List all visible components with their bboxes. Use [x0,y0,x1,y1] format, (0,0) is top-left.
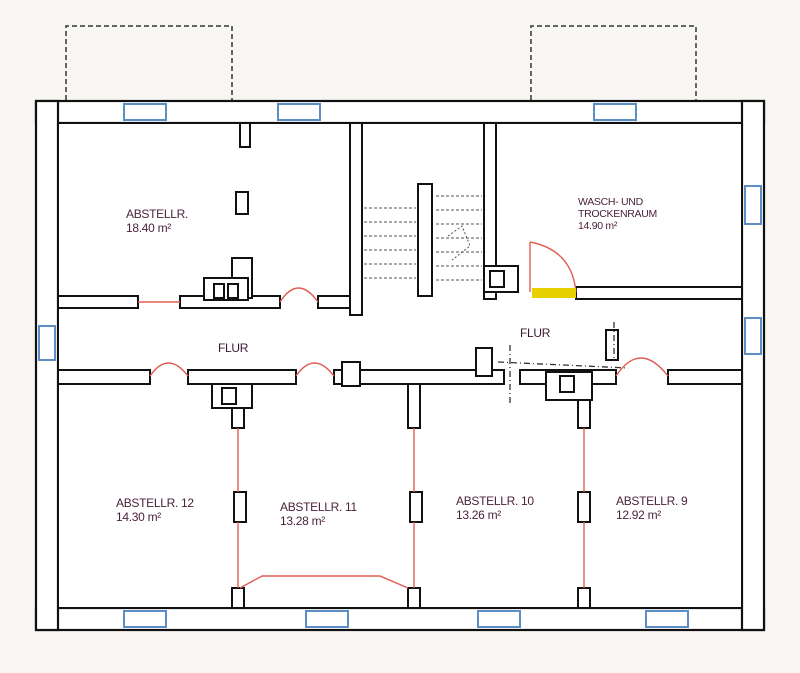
room-name: ABSTELLR. 10 [456,494,534,508]
windows [38,103,762,628]
room-storage-top-left: ABSTELLR. 18.40 m² [126,207,188,235]
room-area: 14.30 m² [116,510,161,524]
room-storage-12: ABSTELLR. 12 14.30 m² [116,496,194,524]
room-name-line1: WASCH- UND [578,196,643,208]
room-name: ABSTELLR. 9 [616,494,688,508]
room-storage-11: ABSTELLR. 11 13.28 m² [280,500,357,528]
room-name-line2: TROCKENRAUM [578,208,657,220]
room-area: 13.28 m² [280,514,325,528]
room-storage-10: ABSTELLR. 10 13.26 m² [456,494,534,522]
room-name: ABSTELLR. 12 [116,496,194,510]
room-area: 18.40 m² [126,221,171,235]
corridor-left-label: FLUR [218,341,249,355]
room-laundry: WASCH- UND TROCKENRAUM 14.90 m² [578,196,657,232]
balcony-right [530,25,697,100]
room-name: ABSTELLR. 11 [280,500,357,514]
balcony-left [65,25,233,100]
doors [138,241,669,589]
room-area: 13.26 m² [456,508,501,522]
staircase [364,195,482,281]
room-storage-9: ABSTELLR. 9 12.92 m² [616,494,688,522]
room-area: 14.90 m² [578,220,618,232]
outer-walls [34,99,766,632]
door-highlight [532,288,576,298]
room-area: 12.92 m² [616,508,661,522]
chimneys [203,257,593,409]
corridor-right-label: FLUR [520,326,551,340]
room-name: ABSTELLR. [126,207,188,221]
section-lines [497,322,629,405]
